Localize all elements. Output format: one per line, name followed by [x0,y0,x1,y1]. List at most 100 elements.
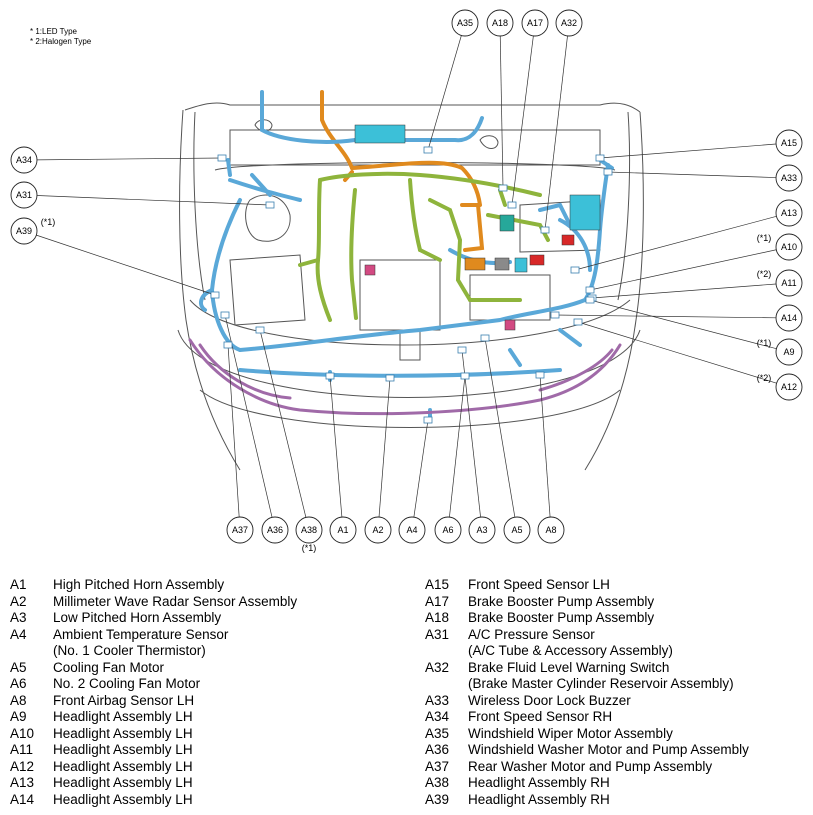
legend-code: A11 [10,742,34,757]
type-notes: * 1:LED Type * 2:Halogen Type [30,27,91,47]
callout-circle-a15 [775,129,803,157]
callout-circle-a10 [775,233,803,261]
legend-code-spacer [425,643,468,660]
legend-code: A38 [425,775,450,790]
leader-line-a37 [227,344,240,518]
legend-code: A12 [10,758,35,774]
connector-a37 [223,341,233,349]
leader-line-a13 [574,216,777,271]
callout-circle-a9 [775,338,803,366]
legend-code: A32 [425,659,450,675]
legend-description: (No. 1 Cooler Thermistor) [53,643,206,658]
connector-a13 [570,266,580,274]
legend-code: A39 [425,791,450,807]
callout-label-a13: A13 [781,208,797,218]
legend-code: A14 [10,791,35,807]
note-led-type: * 1:LED Type [30,27,77,36]
leader-line-a8 [539,374,551,518]
callout-circle-a36 [261,516,289,544]
connector-a5 [480,334,490,342]
connector-a38 [255,326,265,334]
legend-description: Headlight Assembly LH [53,758,193,774]
callout-label-a14: A14 [781,313,797,323]
connector-a2 [385,374,395,382]
leader-line-a36 [224,314,273,518]
legend-row: A36 Windshield Washer Motor and Pump Asse… [425,742,749,759]
connector-a12 [573,318,583,326]
legend-code: A2 [10,593,27,609]
legend-description: Headlight Assembly RH [468,791,610,807]
legend-code-spacer [10,643,53,660]
legend-row: A12 Headlight Assembly LH [10,759,297,776]
legend-code: A31 [425,626,450,642]
callout-note-a9: (*1) [757,338,772,348]
leader-line-a2 [378,377,391,518]
leader-line-a33 [607,171,777,178]
legend-code: A3 [10,610,27,625]
callout-circle-a6 [434,516,462,544]
leader-line-a38 [259,329,307,518]
callout-label-a35: A35 [457,18,473,28]
connector-a10 [585,286,595,294]
legend-code: A17 [425,593,450,609]
legend-description: Headlight Assembly LH [53,725,193,741]
leader-line-a9 [589,299,777,350]
connector-a14 [550,311,560,319]
callout-note-a10: (*1) [757,233,772,243]
connector-a15 [595,154,605,162]
callout-label-a31: A31 [16,190,32,200]
legend-row: (A/C Tube & Accessory Assembly) [425,643,749,660]
legend-description: Ambient Temperature Sensor [53,626,229,642]
leader-line-a39 [36,234,216,296]
legend-description: Front Airbag Sensor LH [53,692,195,708]
callout-label-a33: A33 [781,173,797,183]
callout-label-a4: A4 [406,525,417,535]
connector-a35 [423,146,433,154]
connector-a39 [210,291,220,299]
callout-note-a12: (*2) [757,373,772,383]
legend-code: A36 [425,742,450,757]
connector-a31 [265,201,275,209]
callout-label-a8: A8 [545,525,556,535]
callout-circle-a5 [503,516,531,544]
legend-description: Front Speed Sensor RH [468,709,613,724]
callout-circle-a37 [226,516,254,544]
wire-harness-purple [188,338,622,416]
leader-line-a5 [484,337,516,518]
legend-row: A8 Front Airbag Sensor LH [10,693,297,710]
connector-a4 [423,416,433,424]
callout-label-a10: A10 [781,242,797,252]
connector-a1 [325,372,335,380]
connector-a18 [498,184,508,192]
legend-description: Brake Booster Pump Assembly [468,593,655,609]
wire-harness-orange [320,90,485,252]
legend-description: Headlight Assembly LH [53,709,193,724]
callout-circle-a11 [775,269,803,297]
legend-code: A5 [10,659,27,675]
leader-line-a6 [449,375,466,518]
callout-label-a18: A18 [492,18,508,28]
legend-description: Windshield Washer Motor and Pump Assembl… [468,742,749,757]
leader-line-a12 [577,321,777,384]
callout-label-a17: A17 [527,18,543,28]
callout-circle-a4 [398,516,426,544]
connector-a33 [603,168,613,176]
callout-label-a37: A37 [232,525,248,535]
callout-circle-a18 [486,9,514,37]
legend-code: A8 [10,692,27,708]
legend-description: Headlight Assembly LH [53,775,193,790]
connector-a36 [220,311,230,319]
callout-note-a11: (*2) [757,269,772,279]
callout-label-a11: A11 [781,278,796,288]
leader-line-a31 [36,195,271,206]
wire-harness-blue [198,90,614,422]
callout-label-a32: A32 [561,18,577,28]
callout-label-a6: A6 [442,525,453,535]
legend-code: A15 [425,577,450,592]
legend-description: Headlight Assembly LH [53,742,193,757]
